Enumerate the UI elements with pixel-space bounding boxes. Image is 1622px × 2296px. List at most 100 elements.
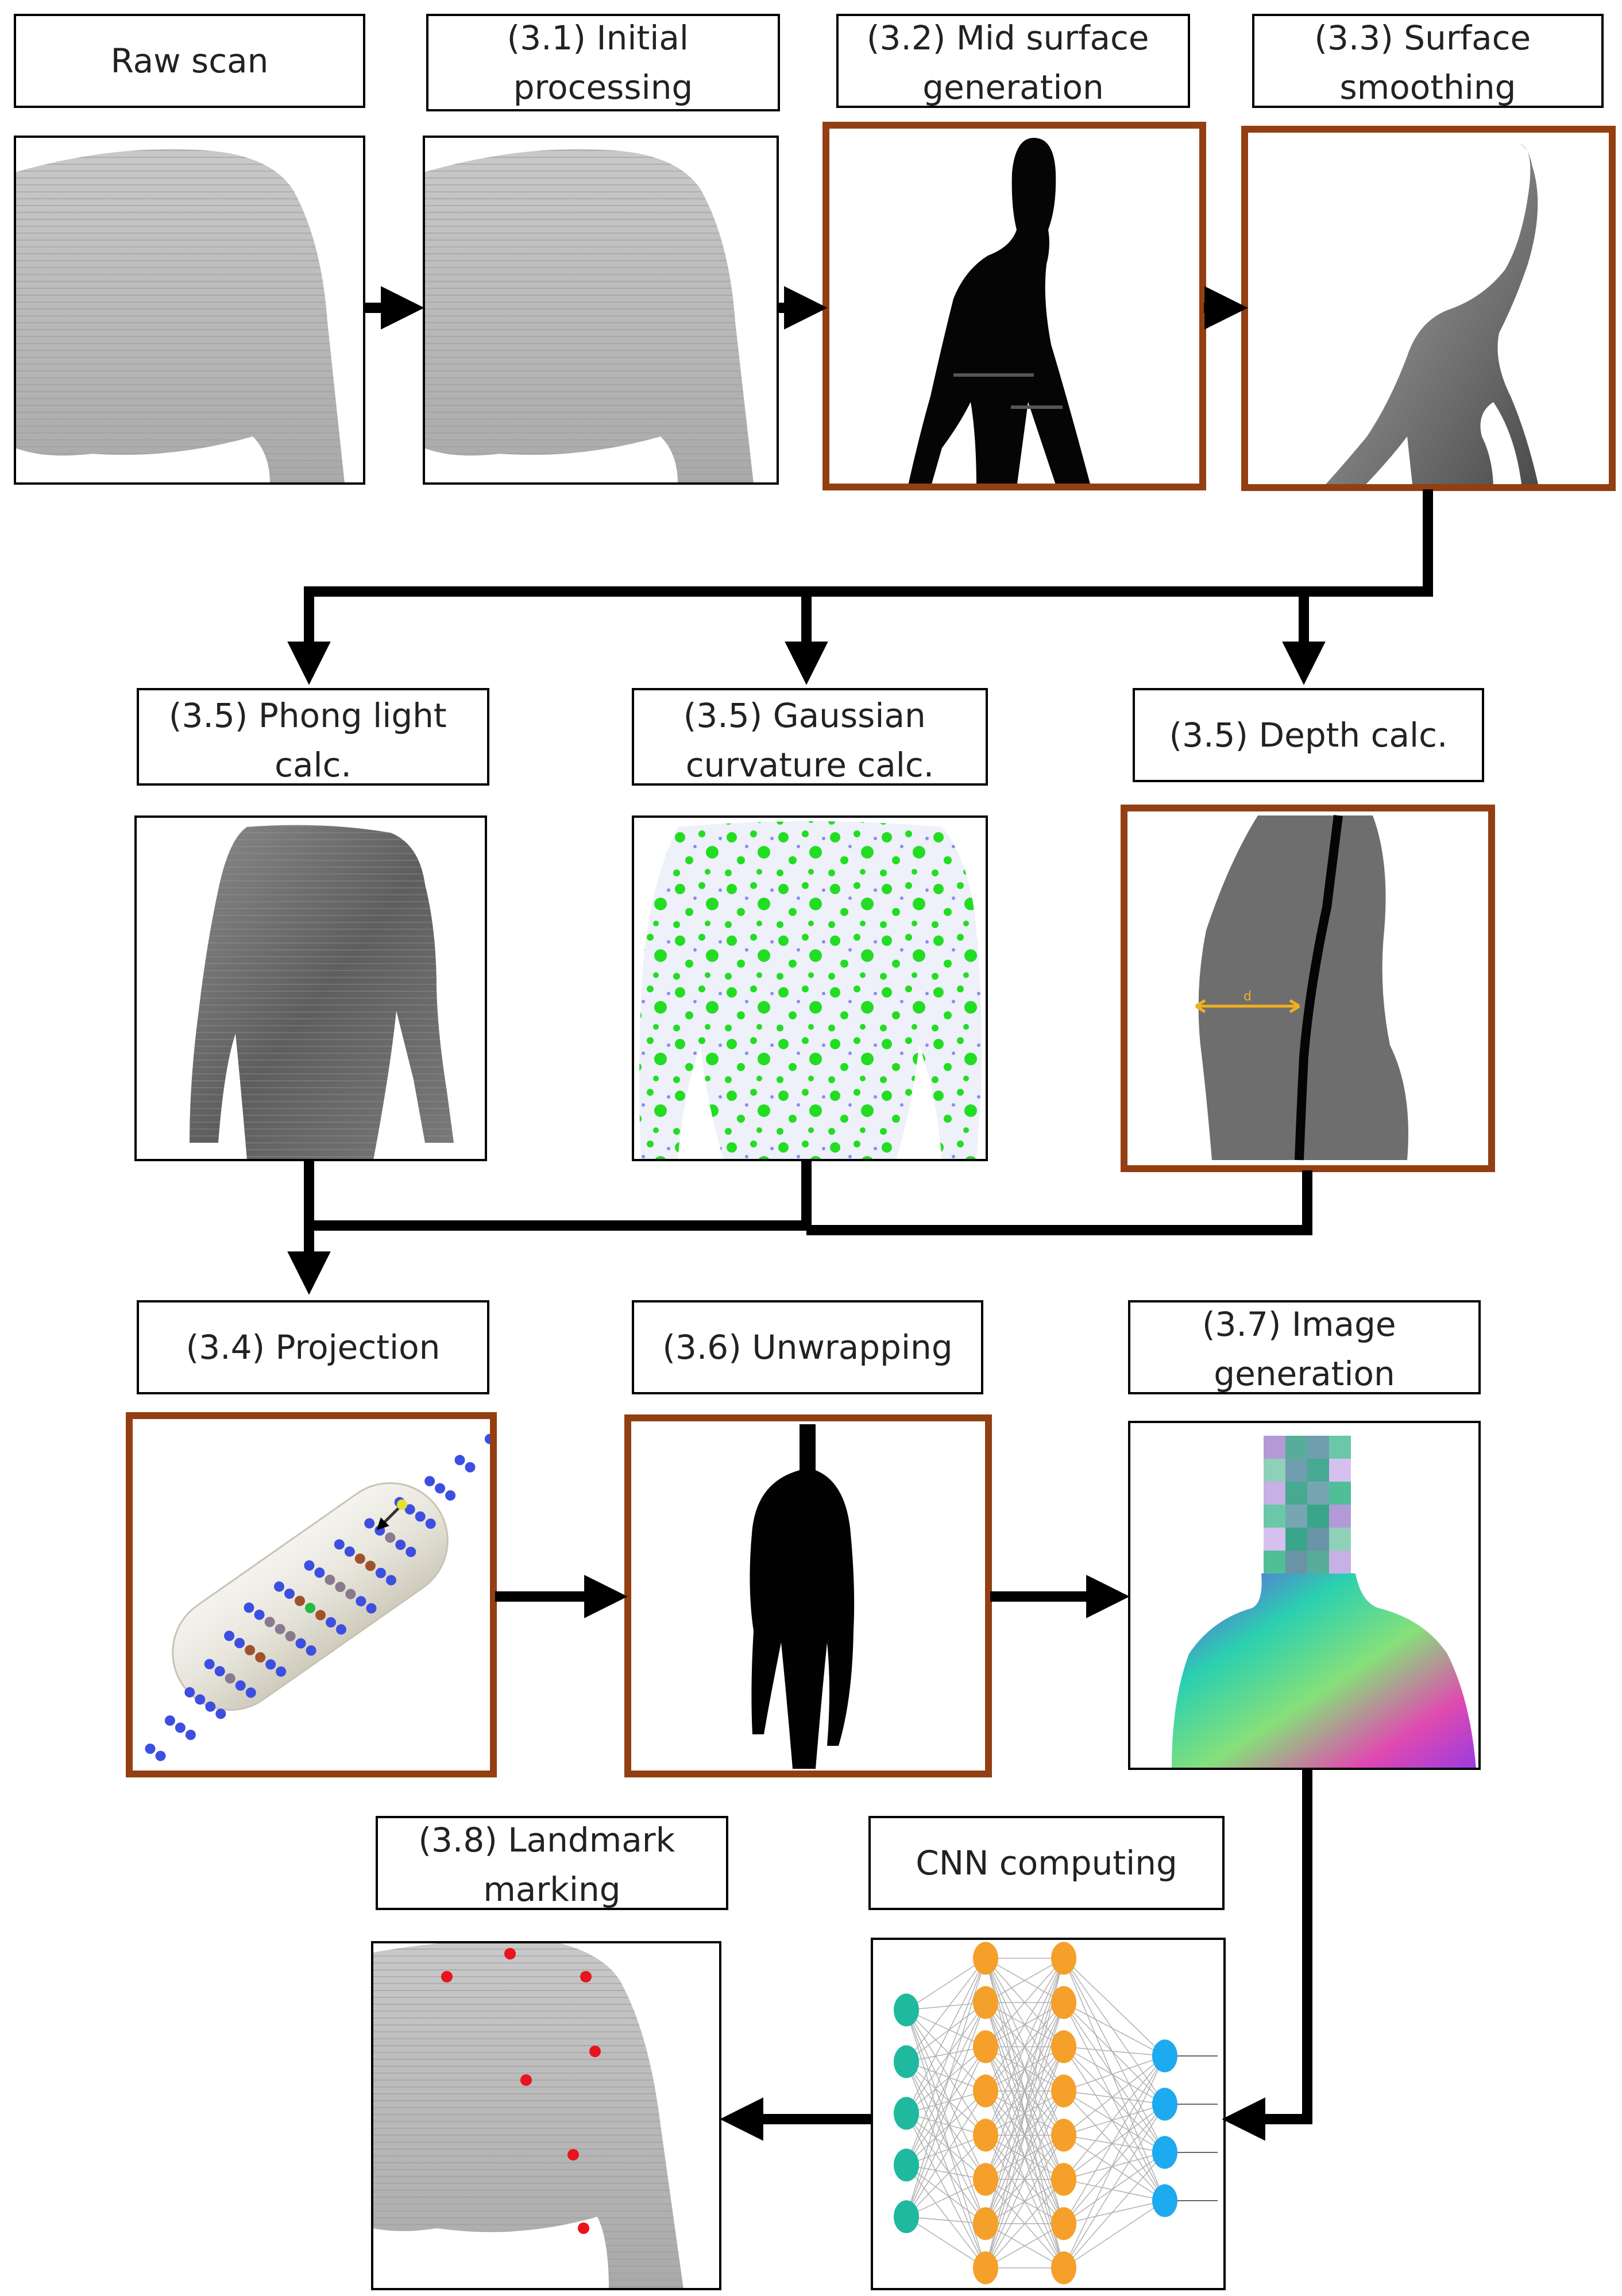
face-pixel — [1329, 1459, 1351, 1482]
mid-surface-image — [822, 122, 1206, 490]
image-generation-label-box — [1128, 1300, 1481, 1394]
projection-point — [145, 1744, 156, 1754]
image-generation-image — [1128, 1421, 1481, 1770]
projection-point — [306, 1645, 316, 1656]
projection-point — [184, 1687, 195, 1698]
projection-point — [336, 1624, 346, 1635]
projection-point — [224, 1630, 235, 1641]
cnn-node — [894, 1993, 919, 2027]
cnn-node — [1051, 1942, 1076, 1975]
projection-label: (3.4) Projection — [186, 1328, 441, 1367]
cnn-node — [1152, 2039, 1177, 2073]
landmark-image — [371, 1941, 721, 2290]
projection-point — [424, 1476, 435, 1487]
projection-point — [264, 1617, 275, 1628]
cnn-node — [1051, 2030, 1076, 2063]
cnn-node — [973, 2207, 998, 2240]
projection-point — [245, 1645, 256, 1656]
initial-processing-label: (3.1) Initial processing — [507, 18, 700, 107]
projection-point — [326, 1617, 336, 1628]
landmark-label: (3.8) Landmark marking — [418, 1820, 685, 1909]
projection-point — [354, 1553, 365, 1564]
projection-point — [304, 1560, 315, 1571]
projection-cylinder — [172, 1482, 449, 1711]
projection-point — [274, 1581, 284, 1592]
face-pixel — [1264, 1459, 1285, 1482]
projection-point — [335, 1582, 346, 1592]
cnn-node — [1051, 2163, 1076, 2196]
projection-point — [334, 1539, 345, 1550]
face-pixel — [1264, 1528, 1285, 1551]
projection-point — [325, 1574, 335, 1585]
projection-point — [164, 1715, 175, 1726]
connector-smooth-branch — [287, 489, 1433, 685]
projection-point — [465, 1462, 476, 1472]
phong-image — [134, 815, 487, 1161]
depth-label: (3.5) Depth calc. — [1169, 716, 1448, 755]
projection-point — [366, 1603, 377, 1614]
mid-surface-label-box — [836, 14, 1190, 108]
face-pixel — [1264, 1505, 1285, 1528]
projection-point — [365, 1560, 376, 1571]
projection-label-box — [137, 1300, 489, 1394]
projection-point — [295, 1638, 306, 1649]
face-pixel — [1329, 1528, 1351, 1551]
cnn-node — [973, 2030, 998, 2063]
projection-point — [215, 1709, 226, 1719]
projection-point — [284, 1588, 295, 1599]
projection-point — [225, 1673, 235, 1684]
projection-point — [385, 1532, 396, 1543]
landmark-point — [589, 2046, 601, 2057]
projection-point — [244, 1602, 254, 1613]
landmark-points — [441, 1948, 601, 2234]
face-pixel — [1329, 1482, 1351, 1505]
projection-point — [285, 1631, 296, 1642]
cnn-node — [894, 2045, 919, 2078]
landmark-point — [567, 2149, 579, 2160]
projection-point — [344, 1546, 355, 1557]
surface-smoothing-image — [1241, 126, 1616, 491]
phong-label: (3.5) Phong light calc. — [169, 696, 457, 784]
projection-point — [245, 1687, 256, 1698]
landmark-point — [441, 1971, 453, 1982]
projection-point — [235, 1680, 246, 1691]
cnn-node — [1051, 1986, 1076, 2019]
projection-point — [395, 1539, 406, 1550]
landmark-point — [578, 2222, 589, 2234]
depth-image: d — [1121, 805, 1495, 1172]
initial-processing-image — [423, 136, 779, 485]
surface-smoothing-label: (3.3) Surface smoothing — [1314, 18, 1541, 107]
mid-surface-label: (3.2) Mid surface generation — [867, 18, 1160, 107]
face-pixel — [1329, 1505, 1351, 1528]
projection-point — [415, 1511, 426, 1522]
projection-point — [185, 1729, 196, 1740]
projection-point — [305, 1603, 315, 1613]
pixelated-face — [1264, 1436, 1351, 1574]
depth-measure-label: d — [1243, 989, 1252, 1004]
cnn-node — [973, 2074, 998, 2108]
projection-point — [295, 1595, 305, 1606]
raw-scan-label-box — [14, 14, 365, 108]
projection-point — [385, 1575, 396, 1586]
face-pixel — [1264, 1482, 1285, 1505]
cnn-image — [871, 1938, 1226, 2290]
depth-label-box — [1133, 688, 1484, 782]
projection-point — [254, 1609, 265, 1620]
cnn-node — [973, 1986, 998, 2019]
image-generation-label: (3.7) Image generation — [1202, 1305, 1407, 1393]
cnn-node — [1152, 2136, 1177, 2169]
raw-scan-image — [14, 136, 365, 485]
cnn-node — [973, 1942, 998, 1975]
projection-point — [255, 1652, 266, 1663]
gaussian-label-box — [632, 688, 988, 786]
cnn-node — [1051, 2119, 1076, 2152]
cnn-node — [894, 2148, 919, 2182]
cnn-node — [1051, 2251, 1076, 2285]
cnn-node — [1051, 2207, 1076, 2240]
projection-point — [265, 1659, 276, 1670]
projection-point — [155, 1750, 166, 1761]
projection-point — [195, 1694, 206, 1705]
projection-image — [126, 1412, 497, 1777]
surface-smoothing-label-box — [1252, 14, 1604, 108]
